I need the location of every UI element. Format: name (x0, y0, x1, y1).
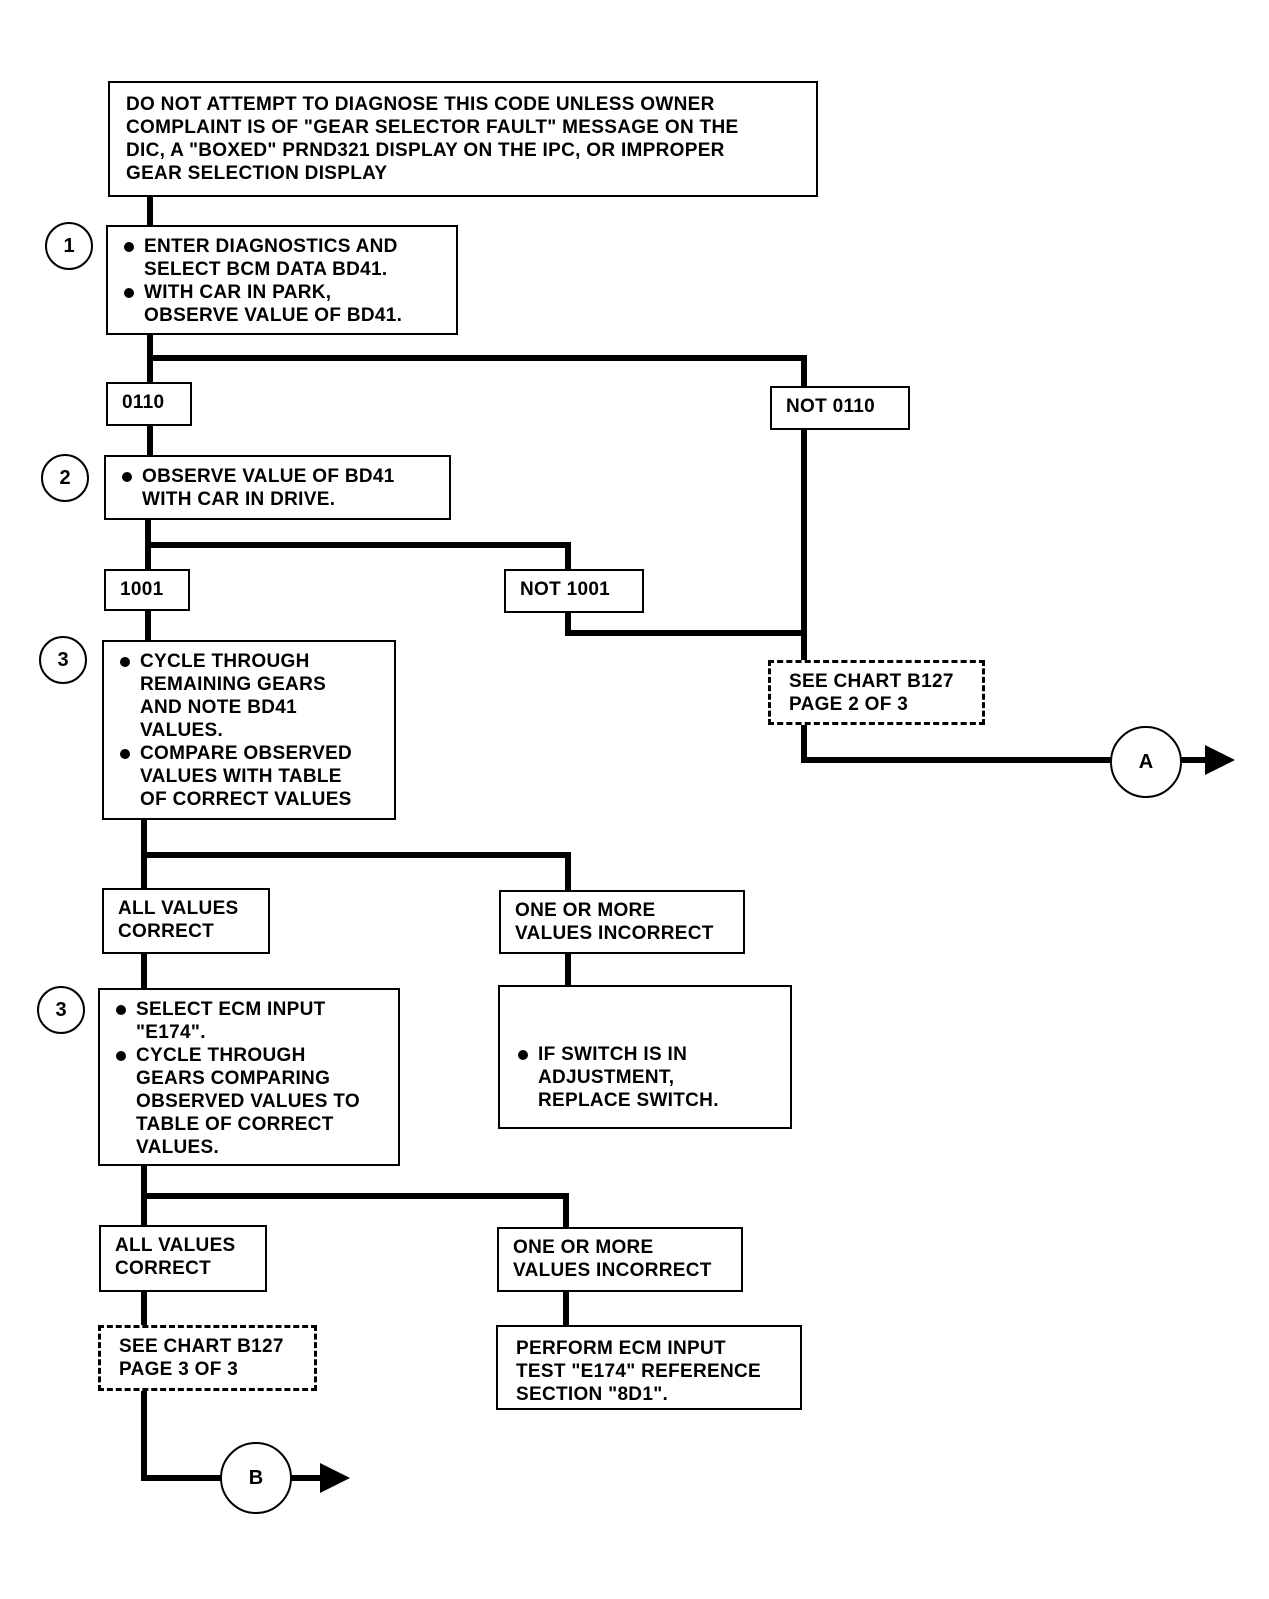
branch-incorrect-2: ONE OR MORE VALUES INCORRECT (497, 1227, 743, 1292)
branch-not-0110: NOT 0110 (770, 386, 910, 430)
step-1-bullet-2: WITH CAR IN PARK, OBSERVE VALUE OF BD41. (120, 281, 444, 327)
perform-ecm-box: PERFORM ECM INPUT TEST "E174" REFERENCE … (496, 1325, 802, 1410)
line-step3b-incorrect2 (141, 1193, 569, 1228)
step-3a-number: 3 (39, 636, 87, 684)
intro-text: DO NOT ATTEMPT TO DIAGNOSE THIS CODE UNL… (126, 94, 739, 184)
connector-a: A (1110, 726, 1182, 798)
ref-chart-page-2: SEE CHART B127 PAGE 2 OF 3 (768, 660, 985, 725)
ref-chart-page-3: SEE CHART B127 PAGE 3 OF 3 (98, 1325, 317, 1391)
branch-0110: 0110 (106, 382, 192, 426)
branch-all-correct-1: ALL VALUES CORRECT (102, 888, 270, 954)
step-2-box: OBSERVE VALUE OF BD41 WITH CAR IN DRIVE. (104, 455, 451, 520)
line-ref3-b (141, 1387, 223, 1481)
step-3b-number: 3 (37, 986, 85, 1034)
step-1-number: 1 (45, 222, 93, 270)
connector-b: B (220, 1442, 292, 1514)
step-3b-bullet-2: CYCLE THROUGH GEARS COMPARING OBSERVED V… (112, 1044, 386, 1159)
step-3b-bullet-1: SELECT ECM INPUT "E174". (112, 998, 386, 1044)
branch-all-correct-2: ALL VALUES CORRECT (99, 1225, 267, 1292)
step-1-box: ENTER DIAGNOSTICS AND SELECT BCM DATA BD… (106, 225, 458, 335)
line-step2-not1001 (145, 542, 571, 573)
line-ref2-a (801, 720, 1113, 763)
line-not1001-ref2 (565, 607, 807, 636)
branch-incorrect-1: ONE OR MORE VALUES INCORRECT (499, 890, 745, 954)
step-3b-box: SELECT ECM INPUT "E174". CYCLE THROUGH G… (98, 988, 400, 1166)
line-step3a-incorrect1 (141, 852, 571, 893)
step-2-number: 2 (41, 454, 89, 502)
replace-switch-bullet: IF SWITCH IS IN ADJUSTMENT, REPLACE SWIT… (514, 1043, 778, 1112)
replace-switch-box: IF SWITCH IS IN ADJUSTMENT, REPLACE SWIT… (498, 985, 792, 1129)
step-3a-box: CYCLE THROUGH REMAINING GEARS AND NOTE B… (102, 640, 396, 820)
branch-not-1001: NOT 1001 (504, 569, 644, 613)
step-3a-bullet-1: CYCLE THROUGH REMAINING GEARS AND NOTE B… (116, 650, 382, 742)
branch-1001: 1001 (104, 569, 190, 611)
step-1-bullet-1: ENTER DIAGNOSTICS AND SELECT BCM DATA BD… (120, 235, 444, 281)
intro-box: DO NOT ATTEMPT TO DIAGNOSE THIS CODE UNL… (108, 81, 818, 197)
step-3a-bullet-2: COMPARE OBSERVED VALUES WITH TABLE OF CO… (116, 742, 382, 811)
step-2-bullet-1: OBSERVE VALUE OF BD41 WITH CAR IN DRIVE. (118, 465, 437, 511)
line-step1-not0110 (147, 355, 807, 393)
